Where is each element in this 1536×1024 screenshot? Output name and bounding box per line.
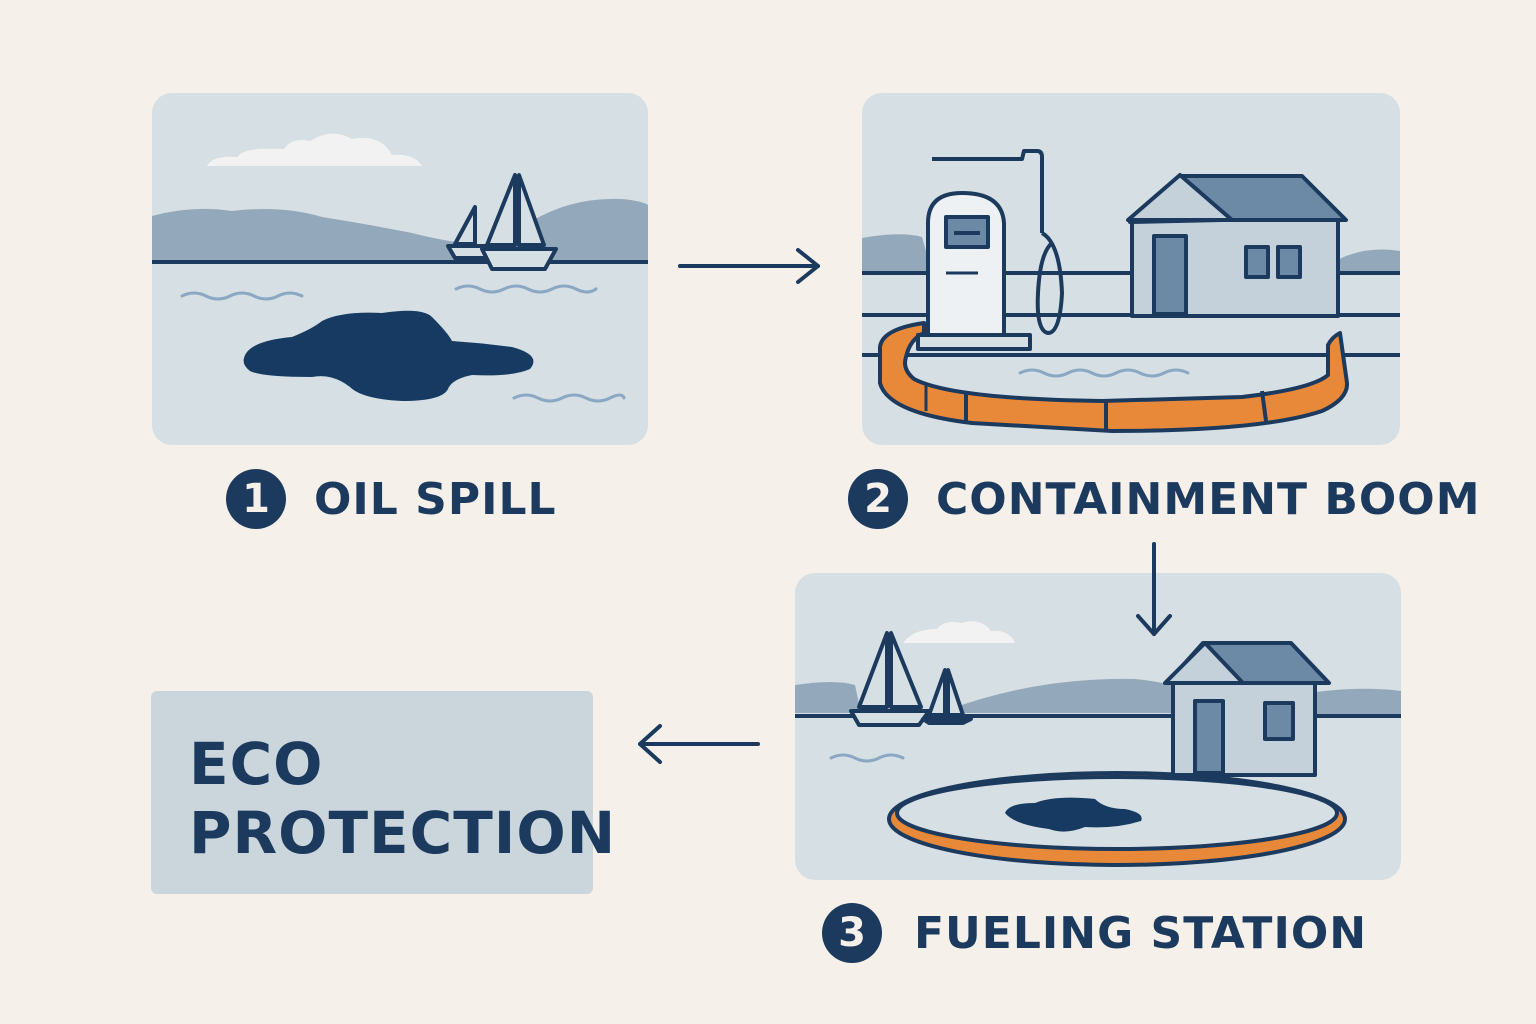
- distant-hills-right: [1332, 249, 1400, 273]
- step-2-label: 2 CONTAINMENT BOOM: [848, 467, 1481, 531]
- distant-hills-middle: [945, 678, 1191, 713]
- house-icon: [1163, 641, 1331, 777]
- oil-slick-icon: [1005, 797, 1142, 832]
- containment-boom-scene: [862, 149, 1400, 433]
- house-icon: [1126, 173, 1348, 318]
- arrow-down-icon: [1136, 542, 1172, 636]
- oil-spill-scene: [152, 133, 648, 445]
- step-1-label: 1 OIL SPILL: [226, 467, 557, 531]
- distant-hills-right: [1295, 688, 1401, 718]
- cloud-icon: [207, 133, 422, 166]
- oil-spill-illustration: [152, 93, 648, 445]
- distant-hills: [152, 198, 648, 263]
- step-1-number-badge: 1: [226, 469, 286, 529]
- fueling-station-illustration: [795, 573, 1401, 880]
- step-3-number-badge: 3: [822, 903, 882, 963]
- eco-protection-box: ECO PROTECTION: [151, 691, 615, 894]
- cloud-icon: [903, 621, 1015, 643]
- fueling-station-scene: [795, 621, 1401, 867]
- eco-protection-line-2: PROTECTION: [189, 799, 617, 867]
- step-3-label: 3 FUELING STATION: [822, 901, 1367, 965]
- containment-boom-illustration: [862, 93, 1400, 445]
- water-waves: [180, 284, 626, 403]
- containment-boom-icon: [878, 321, 1349, 433]
- eco-protection-line-1: ECO: [189, 730, 324, 798]
- step-3-title: FUELING STATION: [914, 907, 1368, 959]
- water-waves: [1018, 368, 1190, 378]
- sailboat-icon: [446, 173, 558, 271]
- distant-hills: [795, 682, 861, 713]
- arrow-right-icon: [678, 248, 820, 284]
- sailboat-icon: [849, 631, 973, 727]
- distant-hills: [862, 234, 932, 273]
- step-2-title: CONTAINMENT BOOM: [936, 473, 1481, 525]
- step-2-number-badge: 2: [848, 469, 908, 529]
- water-waves: [829, 753, 905, 763]
- oil-slick-icon: [243, 310, 534, 401]
- step-1-title: OIL SPILL: [314, 473, 557, 525]
- arrow-left-icon: [638, 724, 760, 764]
- fuel-pump-icon: [916, 149, 1064, 351]
